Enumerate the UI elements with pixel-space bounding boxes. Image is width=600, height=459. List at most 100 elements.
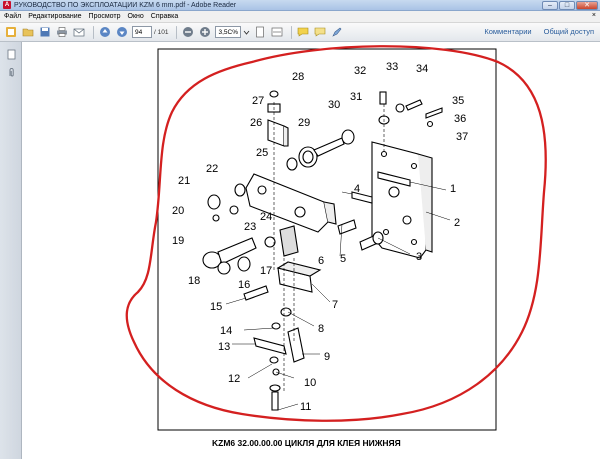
block-top xyxy=(276,261,322,277)
menu-window[interactable]: Окно xyxy=(127,13,144,20)
red-highlight-outline xyxy=(125,45,547,422)
zoom-level-field[interactable] xyxy=(215,26,242,38)
callout-18: 18 xyxy=(188,275,200,287)
callout-24: 24 xyxy=(260,211,272,223)
save-icon[interactable] xyxy=(38,25,52,39)
callout-10: 10 xyxy=(304,377,316,389)
plate-hole xyxy=(388,186,400,198)
callout-22: 22 xyxy=(206,163,218,175)
callout-31: 31 xyxy=(350,91,362,103)
assembly-lines xyxy=(273,102,385,392)
callout-3: 3 xyxy=(416,251,422,263)
sticky-note-icon[interactable] xyxy=(296,25,310,39)
leader-lines xyxy=(225,181,451,411)
callout-11: 11 xyxy=(300,401,311,413)
pin xyxy=(377,171,411,187)
create-pdf-icon[interactable] xyxy=(4,25,18,39)
callout-8: 8 xyxy=(318,323,324,335)
callout-labels: 1 2 3 4 5 6 7 8 9 10 11 12 13 14 15 16 1… xyxy=(172,61,468,413)
maximize-button[interactable]: □ xyxy=(559,1,575,10)
window-title: РУКОВОДСТВО ПО ЭКСПЛОАТАЦИИ KZM 6 mm.pdf… xyxy=(14,1,237,9)
plate-hole xyxy=(382,228,390,236)
highlight-text-icon[interactable] xyxy=(330,25,344,39)
toolbar-right-links: Комментарии Общий доступ xyxy=(484,27,594,36)
pin xyxy=(287,327,305,363)
email-icon[interactable] xyxy=(72,25,86,39)
rocker-arm-end xyxy=(323,201,337,225)
ring xyxy=(426,120,434,128)
menu-help[interactable]: Справка xyxy=(150,13,179,20)
bolt-head xyxy=(341,129,355,145)
washer xyxy=(237,256,251,272)
callout-1: 1 xyxy=(450,183,456,195)
bushing xyxy=(264,236,276,248)
callout-21: 21 xyxy=(178,175,190,187)
zoom-in-icon[interactable] xyxy=(198,25,212,39)
zoom-out-icon[interactable] xyxy=(181,25,195,39)
plate xyxy=(253,337,287,355)
figure-caption: KZM6 32.00.00.00 ЦИКЛЯ ДЛЯ КЛЕЯ НИЖНЯЯ xyxy=(212,438,401,448)
share-tab[interactable]: Общий доступ xyxy=(543,27,594,36)
toolbar-separator xyxy=(176,25,178,39)
plate-hole xyxy=(410,238,418,246)
close-button[interactable]: ✕ xyxy=(576,1,598,10)
callout-35: 35 xyxy=(452,95,464,107)
pages-thumbnail-icon[interactable] xyxy=(6,49,17,60)
attachment-paperclip-icon[interactable] xyxy=(6,67,17,78)
drawing-frame xyxy=(157,48,497,431)
callout-12: 12 xyxy=(228,373,240,385)
previous-page-icon[interactable] xyxy=(98,25,112,39)
open-icon[interactable] xyxy=(21,25,35,39)
callout-27: 27 xyxy=(252,95,264,107)
callout-9: 9 xyxy=(324,351,330,363)
comment-icon[interactable] xyxy=(313,25,327,39)
callout-6: 6 xyxy=(318,255,324,267)
screw xyxy=(337,219,357,235)
screw-shank xyxy=(271,391,279,411)
menu-view[interactable]: Просмотр xyxy=(88,13,121,20)
callout-7: 7 xyxy=(332,299,338,311)
bracket xyxy=(267,119,285,147)
small-nut xyxy=(269,90,279,98)
nut xyxy=(280,307,292,317)
menu-edit[interactable]: Редактирование xyxy=(28,13,82,20)
washer xyxy=(217,261,231,275)
comments-tab[interactable]: Комментарии xyxy=(484,27,532,36)
fit-width-icon[interactable] xyxy=(270,25,284,39)
callout-15: 15 xyxy=(210,301,222,313)
callout-4: 4 xyxy=(354,183,360,195)
document-page[interactable]: 1 2 3 4 5 6 7 8 9 10 11 12 13 14 15 16 1… xyxy=(22,42,600,459)
callout-29: 29 xyxy=(298,117,310,129)
callout-33: 33 xyxy=(386,61,398,73)
nut xyxy=(229,205,239,215)
zoom-dropdown-chevron-icon[interactable] xyxy=(243,25,250,39)
page-number-field[interactable] xyxy=(132,26,152,38)
washer xyxy=(286,157,298,171)
minimize-button[interactable]: – xyxy=(542,1,558,10)
callout-36: 36 xyxy=(454,113,466,125)
callout-13: 13 xyxy=(218,341,230,353)
callout-5: 5 xyxy=(340,253,346,265)
exploded-assembly-drawing: 1 2 3 4 5 6 7 8 9 10 11 12 13 14 15 16 1… xyxy=(125,45,547,431)
menu-file[interactable]: Файл xyxy=(4,13,22,20)
pin xyxy=(425,107,443,119)
pin xyxy=(351,191,373,204)
window-controls: – □ ✕ xyxy=(542,1,598,10)
window-title-bar[interactable]: A РУКОВОДСТВО ПО ЭКСПЛОАТАЦИИ KZM 6 mm.p… xyxy=(0,0,600,11)
callout-32: 32 xyxy=(354,65,366,77)
plate-hole xyxy=(402,215,412,225)
close-document-icon[interactable]: × xyxy=(591,12,596,19)
rocker-hole xyxy=(257,185,267,195)
fit-page-icon[interactable] xyxy=(253,25,267,39)
next-page-icon[interactable] xyxy=(115,25,129,39)
washer xyxy=(269,356,279,364)
washer xyxy=(207,194,221,210)
callout-25: 25 xyxy=(256,147,268,159)
washer xyxy=(234,183,246,197)
plate-hole xyxy=(380,150,388,158)
screw xyxy=(405,99,423,111)
callout-30: 30 xyxy=(328,99,340,111)
callout-16: 16 xyxy=(238,279,250,291)
callout-26: 26 xyxy=(250,117,262,129)
print-icon[interactable] xyxy=(55,25,69,39)
